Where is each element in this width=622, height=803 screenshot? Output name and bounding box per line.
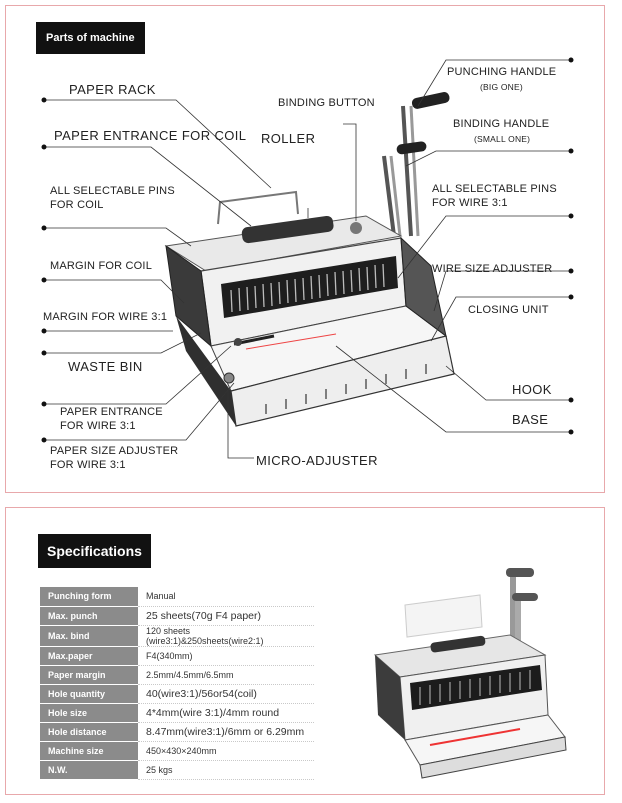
spec-value: 4*4mm(wire 3:1)/4mm round	[138, 703, 314, 723]
label-closing-unit: CLOSING UNIT	[468, 304, 549, 316]
label-micro-adjuster: MICRO-ADJUSTER	[256, 453, 378, 468]
machine-diagram	[41, 57, 574, 459]
spec-key: Max.paper	[40, 646, 138, 666]
spec-key: N.W.	[40, 760, 138, 780]
label-paper-entrance-wire: PAPER ENTRANCE FOR WIRE 3:1	[60, 406, 163, 432]
label-margin-wire: MARGIN FOR WIRE 3:1	[43, 311, 168, 323]
spec-key: Machine size	[40, 741, 138, 761]
spec-key: Max. punch	[40, 606, 138, 626]
spec-value: 2.5mm/4.5mm/6.5mm	[138, 665, 314, 685]
spec-key: Hole size	[40, 703, 138, 723]
machine-illustration	[164, 92, 455, 427]
spec-value: 450×430×240mm	[138, 741, 314, 761]
spec-key: Hole quantity	[40, 684, 138, 704]
spec-row: N.W.25 kgs	[40, 760, 314, 780]
label-base: BASE	[512, 412, 549, 427]
parts-panel: Parts of machine	[5, 5, 605, 493]
label-pins-coil: ALL SELECTABLE PINS FOR COIL	[50, 185, 175, 211]
label-punching-handle-sub: (BIG ONE)	[480, 82, 523, 92]
label-binding-handle-sub: (SMALL ONE)	[474, 134, 531, 144]
label-binding-handle: BINDING HANDLE	[453, 118, 550, 130]
label-hook: HOOK	[512, 382, 552, 397]
spec-key: Punching form	[40, 587, 138, 607]
spec-value: 120 sheets (wire3:1)&250sheets(wire2:1)	[138, 625, 314, 647]
spec-key: Hole distance	[40, 722, 138, 742]
label-waste-bin: WASTE BIN	[68, 359, 143, 374]
label-punching-handle: PUNCHING HANDLE	[447, 66, 557, 78]
label-paper-rack: PAPER RACK	[69, 82, 156, 97]
machine-photo	[373, 568, 567, 779]
label-wire-size-adjuster: WIRE SIZE ADJUSTER	[432, 263, 553, 275]
label-roller: ROLLER	[261, 131, 316, 146]
spec-value: Manual	[138, 587, 314, 607]
spec-key: Max. bind	[40, 625, 138, 647]
spec-value: 25 kgs	[138, 760, 314, 780]
specs-heading: Specifications	[38, 534, 151, 568]
label-margin-coil: MARGIN FOR COIL	[50, 260, 153, 272]
label-binding-button: BINDING BUTTON	[278, 97, 375, 109]
spec-value: F4(340mm)	[138, 646, 314, 666]
spec-value: 40(wire3:1)/56or54(coil)	[138, 684, 314, 704]
label-pins-wire: ALL SELECTABLE PINS FOR WIRE 3:1	[432, 183, 557, 209]
spec-value: 8.47mm(wire3:1)/6mm or 6.29mm	[138, 722, 314, 742]
spec-value: 25 sheets(70g F4 paper)	[138, 606, 314, 626]
label-paper-size-adjuster: PAPER SIZE ADJUSTER FOR WIRE 3:1	[50, 445, 179, 471]
spec-key: Paper margin	[40, 665, 138, 685]
label-paper-entrance-coil: PAPER ENTRANCE FOR COIL	[54, 128, 247, 143]
parts-heading: Parts of machine	[36, 22, 145, 54]
